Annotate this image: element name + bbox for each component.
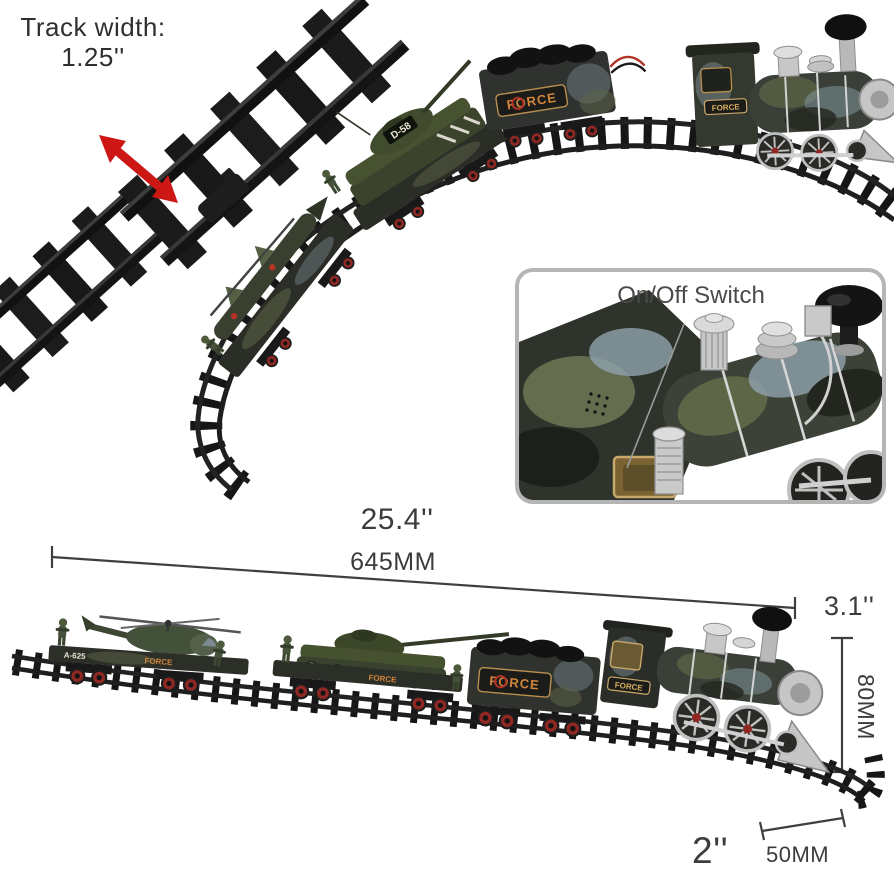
inset-dome-fluted [693,313,735,371]
tank-flatcar-bottom: FORCE [272,629,510,715]
inset-wheels [787,450,882,500]
loco-plate-text-top: FORCE [711,102,740,112]
gauge-inches-label: 2'' [692,830,729,871]
track-pieces-photo [0,0,420,435]
helicopter-flatcar-bottom: A-625 FORCE [48,615,249,694]
loco-plate-text-bottom: FORCE [614,680,644,692]
onoff-switch-label: On/Off Switch [617,282,765,309]
inset-fluted-cylinder [652,426,686,495]
inset-dome-stacked [755,321,799,360]
locomotive-top: FORCE [685,14,894,173]
locomotive-bottom: FORCE [600,606,831,774]
flatcar-force-text: FORCE [144,656,173,667]
track-width-arrow [99,135,178,203]
dimension-lines [50,546,853,841]
switch-pointer-line [626,323,685,469]
track-width-note: Track width: 1.25'' [8,12,178,72]
gauge-mm-label: 50MM [766,842,830,867]
track-width-value: 1.25'' [61,42,125,72]
tankcar-force-text: FORCE [368,673,397,684]
inset-closeup-art [519,285,882,500]
height-mm-label: 80MM [853,674,879,740]
inset-black-knob [815,285,882,356]
missile-flatcar-top [197,196,357,377]
height-inches-label: 3.1'' [824,591,875,621]
length-inches-label: 25.4'' [360,503,434,536]
track-width-label: Track width: [20,12,166,42]
tender-bottom: FORCE [466,637,601,738]
loco-domes-top [773,45,835,78]
length-mm-label: 645MM [350,548,436,576]
flatcar-id-text: A-625 [63,651,86,662]
tender-top: FORCE [479,44,647,149]
tank-flatcar-top: D-58 [318,59,507,233]
onoff-switch-inset: On/Off Switch [515,268,886,504]
